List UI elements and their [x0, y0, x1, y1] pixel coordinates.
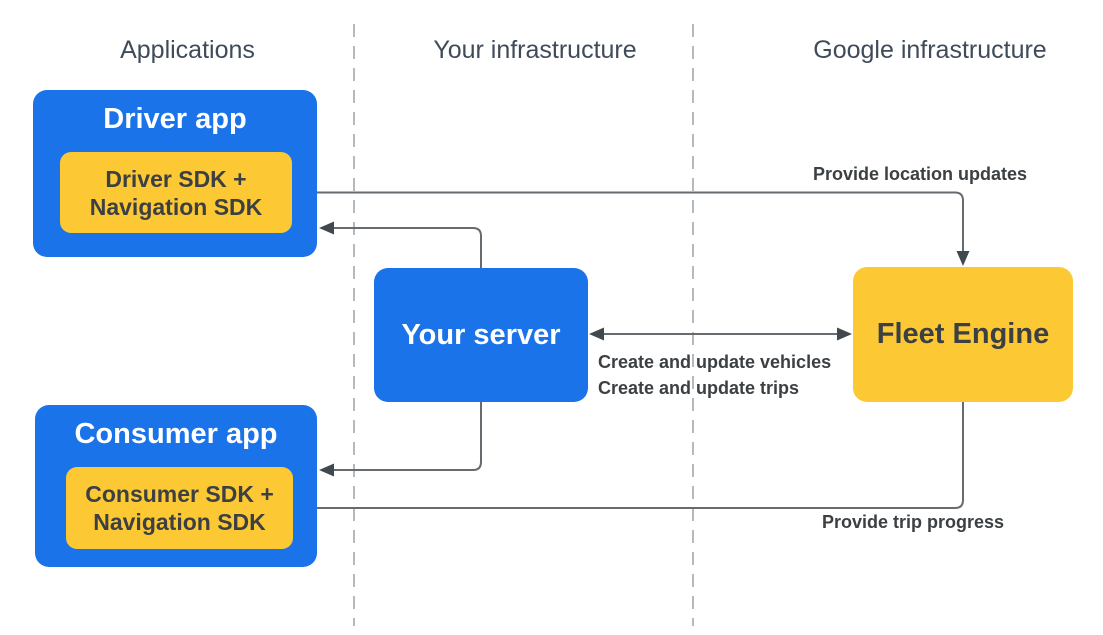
consumer-sdk-box: Consumer SDK + Navigation SDK	[66, 467, 293, 549]
edge-label-location-updates: Provide location updates	[812, 164, 1028, 184]
connector-server-fleet-bidirectional	[589, 327, 852, 341]
arrowhead	[589, 327, 604, 341]
driver-sdk-label-line2: Navigation SDK	[89, 193, 263, 220]
connector-server-to-consumer-app	[319, 402, 482, 477]
consumer-app-title: Consumer app	[74, 418, 278, 450]
driver-sdk-box: Driver SDK + Navigation SDK	[60, 152, 292, 233]
driver-sdk-label-line1: Driver SDK +	[105, 165, 247, 192]
column-header-google-infrastructure: Google infrastructure	[813, 36, 1047, 64]
consumer-sdk-label-line1: Consumer SDK +	[85, 481, 274, 507]
column-header-your-infrastructure: Your infrastructure	[433, 36, 637, 64]
column-header-applications: Applications	[120, 36, 255, 64]
driver-app-title: Driver app	[103, 103, 247, 135]
your-server-node: Your server	[374, 268, 588, 402]
your-server-title: Your server	[401, 318, 561, 351]
edge-label-create-vehicles: Create and update vehicles	[598, 352, 832, 372]
arrowhead	[956, 251, 970, 266]
fleet-engine-node: Fleet Engine	[853, 267, 1073, 402]
edge-label-server-fleet: Create and update vehicles Create and up…	[598, 349, 831, 401]
consumer-app-node: Consumer app Consumer SDK + Navigation S…	[35, 405, 317, 567]
arrowhead	[319, 463, 334, 477]
connector-trip-progress	[296, 402, 964, 515]
arrowhead	[837, 327, 852, 341]
connector-server-to-driver-app	[319, 221, 482, 268]
edge-label-trip-progress: Provide trip progress	[821, 512, 1005, 532]
consumer-sdk-label-line2: Navigation SDK	[93, 509, 266, 535]
connector-location-updates	[293, 191, 970, 266]
edge-label-create-trips: Create and update trips	[598, 378, 800, 398]
arrowhead	[319, 221, 334, 235]
driver-app-node: Driver app Driver SDK + Navigation SDK	[33, 90, 317, 257]
fleet-engine-title: Fleet Engine	[876, 318, 1050, 350]
